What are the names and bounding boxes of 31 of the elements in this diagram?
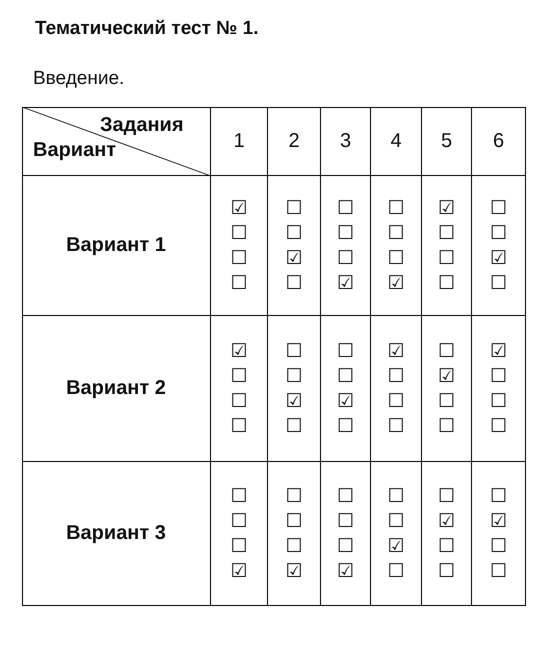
- answer-checkboxes: ☑ ☐ ☐ ☐: [230, 196, 248, 296]
- answer-checkboxes: ☐ ☐ ☑ ☐: [489, 196, 508, 296]
- column-header: Задания: [100, 114, 184, 137]
- answer-checkboxes: ☐ ☐ ☐ ☑: [284, 484, 304, 584]
- answer-checkboxes: ☐ ☐ ☐ ☑: [230, 484, 248, 584]
- row-header: Вариант: [33, 139, 116, 162]
- column-number: 2: [288, 130, 300, 152]
- section-heading: Введение.: [33, 68, 124, 90]
- row-label: Вариант 2: [66, 377, 166, 400]
- answer-checkboxes: ☐ ☐ ☑ ☐: [336, 338, 355, 438]
- answer-checkboxes: ☐ ☑ ☐ ☐: [489, 484, 508, 584]
- answer-checkboxes: ☐ ☐ ☐ ☑: [336, 196, 355, 296]
- column-number: 4: [390, 130, 402, 152]
- title: Тематический тест № 1.: [35, 18, 258, 40]
- answer-checkboxes: ☑ ☐ ☐ ☐: [437, 196, 456, 296]
- answer-checkboxes: ☐ ☐ ☑ ☐: [284, 196, 304, 296]
- answer-checkboxes: ☑ ☐ ☐ ☐: [489, 338, 508, 438]
- column-number: 6: [492, 130, 504, 152]
- column-number: 1: [233, 130, 245, 152]
- answer-checkboxes: ☐ ☐ ☑ ☐: [284, 338, 304, 438]
- answer-checkboxes: ☐ ☐ ☑ ☐: [386, 484, 406, 584]
- column-number: 5: [440, 130, 452, 152]
- row-label: Вариант 1: [66, 234, 166, 257]
- answer-checkboxes: ☐ ☐ ☐ ☑: [386, 196, 406, 296]
- answer-checkboxes: ☑ ☐ ☐ ☐: [230, 338, 248, 438]
- row-label: Вариант 3: [66, 522, 166, 545]
- column-number: 3: [340, 130, 352, 152]
- answer-checkboxes: ☐ ☑ ☐ ☐: [437, 338, 456, 438]
- answer-checkboxes: ☐ ☐ ☐ ☑: [336, 484, 355, 584]
- answer-checkboxes: ☐ ☑ ☐ ☐: [437, 484, 456, 584]
- answer-checkboxes: ☑ ☐ ☐ ☐: [386, 338, 406, 438]
